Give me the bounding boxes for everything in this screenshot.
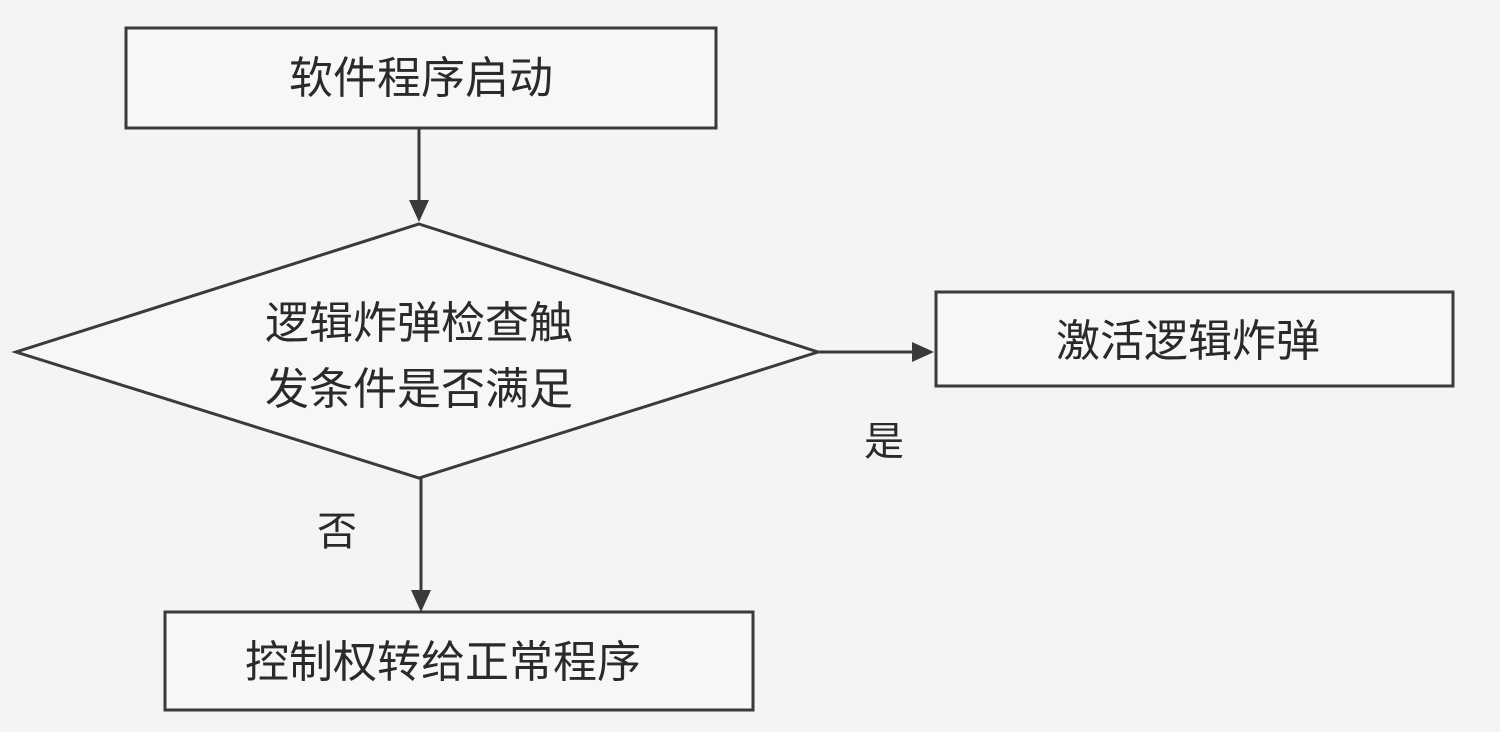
start-label: 软件程序启动 xyxy=(289,53,553,104)
decision-diamond xyxy=(11,222,823,480)
activate-node: 激活逻辑炸弹 xyxy=(934,290,1455,388)
yes-label: 是 xyxy=(864,419,904,465)
activate-box xyxy=(934,290,1455,388)
normal-node: 控制权转给正常程序 xyxy=(163,610,755,712)
no-label: 否 xyxy=(317,509,357,555)
decision-label-line2: 发条件是否满足 xyxy=(265,364,573,415)
decision-label-line1: 逻辑炸弹检查触 xyxy=(265,298,573,349)
start-box xyxy=(124,26,718,130)
normal-label: 控制权转给正常程序 xyxy=(245,637,641,688)
arrowhead-start-to-decision xyxy=(409,200,429,222)
decision-node: 逻辑炸弹检查触 发条件是否满足 xyxy=(11,222,823,480)
start-node: 软件程序启动 xyxy=(124,26,718,130)
activate-label: 激活逻辑炸弹 xyxy=(1056,316,1320,367)
normal-box xyxy=(163,610,755,712)
arrowhead-decision-to-activate xyxy=(912,342,934,362)
arrowhead-decision-to-normal xyxy=(411,590,431,612)
